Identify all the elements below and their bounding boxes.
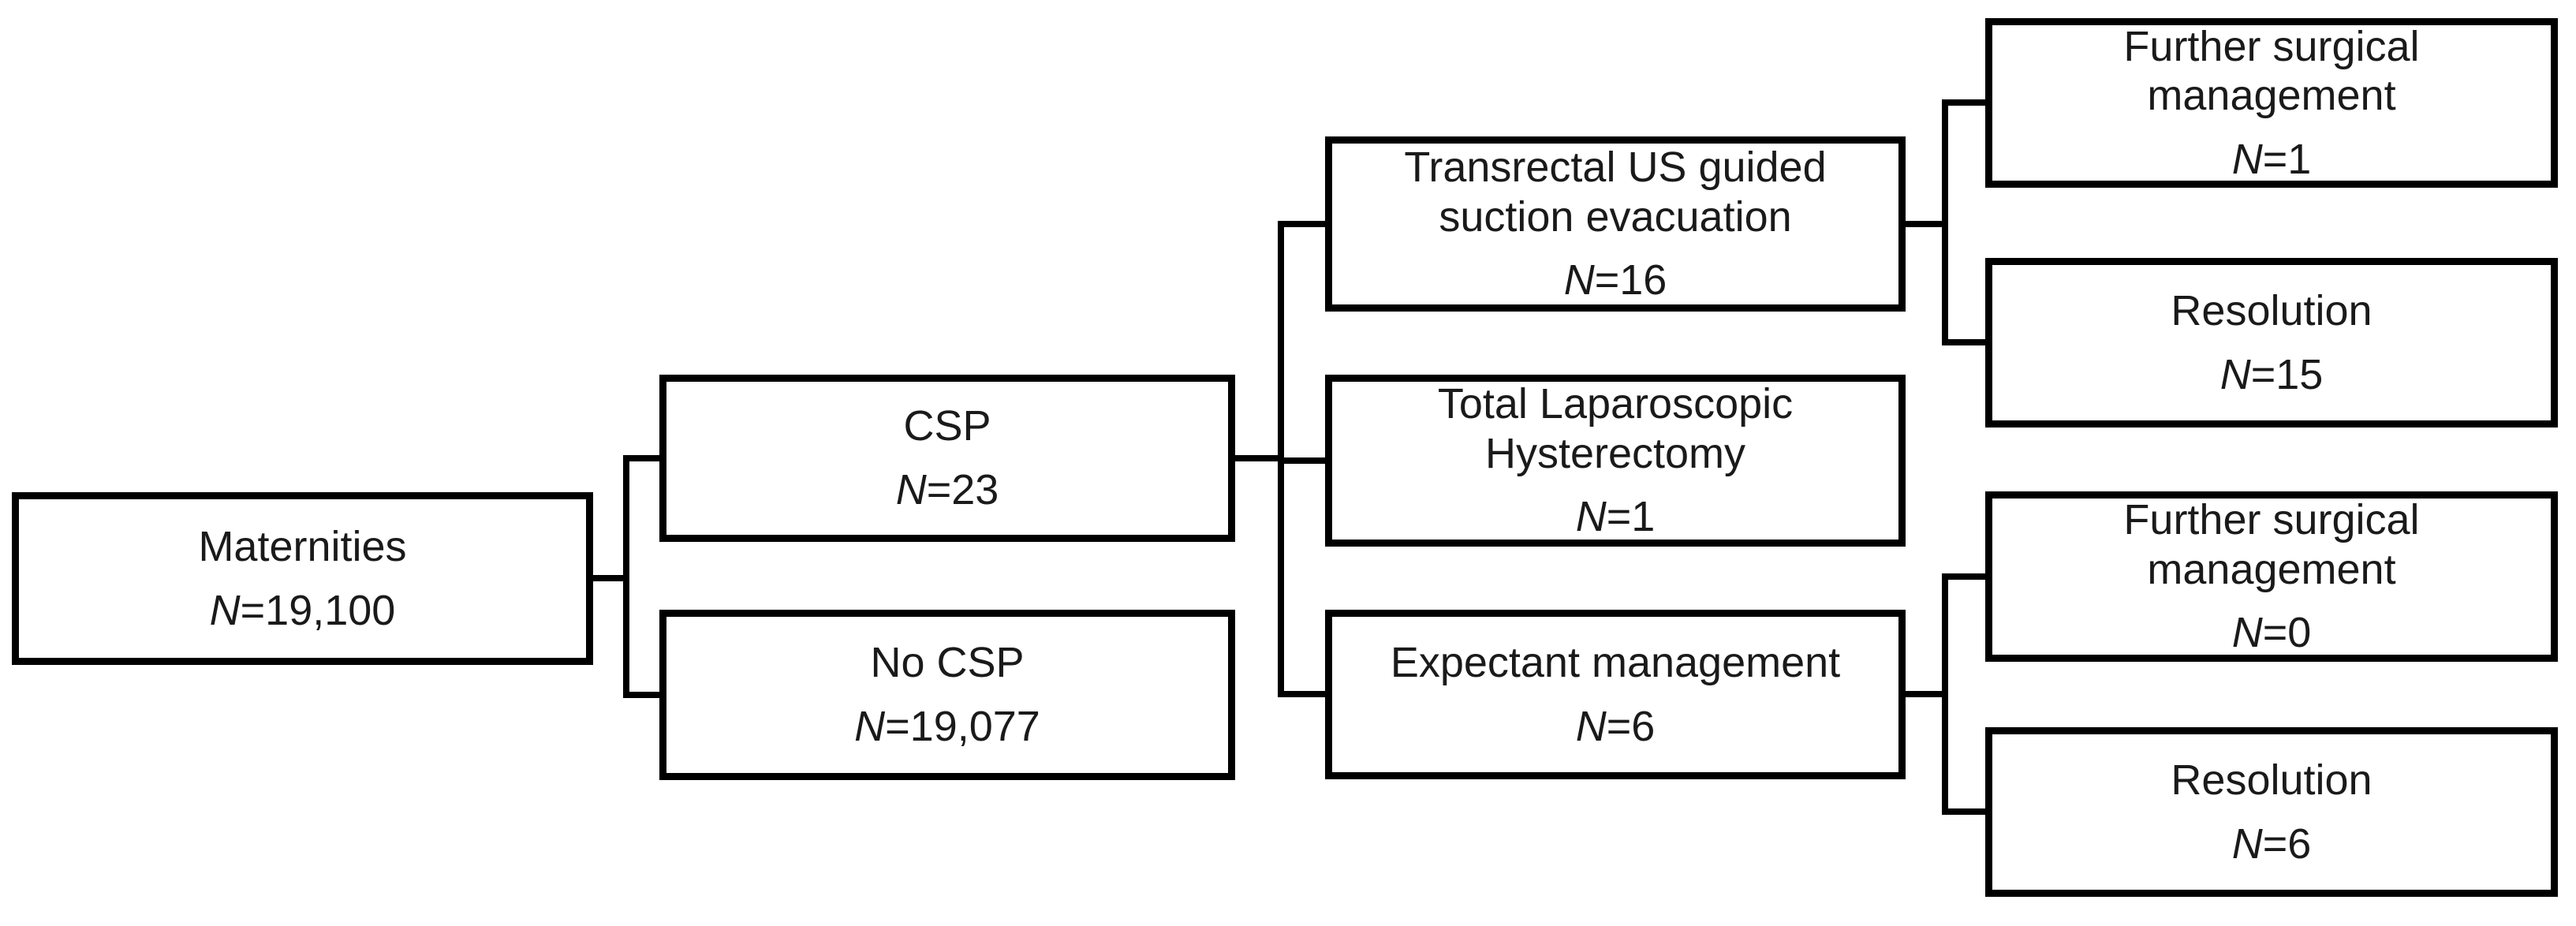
- label-line: Resolution: [2171, 286, 2373, 334]
- node-total-laparoscopic-hysterectomy: Total Laparoscopic Hysterectomy N=1: [1325, 375, 1906, 547]
- label-line: suction evacuation: [1439, 192, 1792, 241]
- label-line: Further surgical: [2123, 496, 2420, 544]
- n-symbol: N: [209, 586, 241, 634]
- n-value: =23: [926, 466, 999, 513]
- n-value: =16: [1594, 256, 1667, 304]
- node-further-surgical-management-csp: Further surgical management N=1: [1985, 18, 2558, 188]
- n-symbol: N: [2231, 820, 2263, 868]
- node-expectant-label: Expectant management: [1391, 638, 1840, 688]
- node-resolution-expectant: Resolution N=6: [1985, 727, 2558, 897]
- node-transrectal-count: N=16: [1564, 256, 1667, 305]
- n-value: =1: [1606, 493, 1656, 541]
- node-fsm-csp-label: Further surgical management: [2123, 22, 2419, 121]
- node-expectant-management: Expectant management N=6: [1325, 610, 1906, 779]
- node-no-csp-label: No CSP: [870, 638, 1024, 688]
- node-csp: CSP N=23: [659, 375, 1235, 542]
- label-line: CSP: [903, 402, 991, 450]
- label-line: Further surgical: [2123, 22, 2420, 70]
- n-symbol: N: [2219, 350, 2251, 398]
- n-symbol: N: [2231, 135, 2263, 183]
- label-line: No CSP: [870, 639, 1025, 687]
- n-value: =6: [1606, 702, 1656, 750]
- node-fsm-exp-label: Further surgical management: [2123, 495, 2419, 594]
- label-line: Total Laparoscopic: [1437, 380, 1794, 428]
- n-symbol: N: [1575, 702, 1607, 750]
- n-symbol: N: [1575, 493, 1607, 541]
- n-symbol: N: [1563, 256, 1595, 304]
- node-expectant-count: N=6: [1576, 702, 1656, 752]
- label-line: Expectant management: [1390, 638, 1841, 686]
- connector-expectant-bracket: [1942, 573, 1988, 815]
- node-tlh-count: N=1: [1576, 492, 1656, 542]
- node-tlh-label: Total Laparoscopic Hysterectomy: [1438, 379, 1793, 478]
- node-resolution-csp-label: Resolution: [2171, 286, 2372, 336]
- connector-transrectal-bracket: [1942, 99, 1988, 345]
- n-value: =19,100: [240, 586, 396, 634]
- node-csp-count: N=23: [896, 465, 999, 515]
- n-value: =0: [2262, 609, 2312, 657]
- label-line: management: [2147, 72, 2396, 120]
- node-no-csp: No CSP N=19,077: [659, 610, 1235, 780]
- n-value: =19,077: [885, 703, 1040, 750]
- connector-maternities-bracket: [623, 455, 663, 698]
- node-fsm-exp-count: N=0: [2232, 608, 2312, 658]
- label-line: management: [2147, 545, 2396, 593]
- node-transrectal-suction-evacuation: Transrectal US guided suction evacuation…: [1325, 136, 1906, 312]
- n-value: =15: [2250, 350, 2324, 398]
- node-no-csp-count: N=19,077: [854, 702, 1040, 752]
- node-resolution-exp-count: N=6: [2232, 820, 2312, 869]
- node-resolution-csp-count: N=15: [2220, 350, 2324, 400]
- node-maternities: Maternities N=19,100: [12, 492, 593, 665]
- n-symbol: N: [2231, 609, 2263, 657]
- label-line: Resolution: [2171, 756, 2373, 804]
- label-line: Transrectal US guided: [1404, 144, 1827, 192]
- label-line: Hysterectomy: [1484, 429, 1746, 477]
- n-symbol: N: [895, 466, 927, 513]
- node-resolution-csp: Resolution N=15: [1985, 258, 2558, 428]
- node-transrectal-label: Transrectal US guided suction evacuation: [1404, 143, 1826, 241]
- label-line: Maternities: [198, 522, 407, 570]
- node-further-surgical-management-expectant: Further surgical management N=0: [1985, 491, 2558, 662]
- node-resolution-exp-label: Resolution: [2171, 756, 2372, 805]
- node-csp-label: CSP: [903, 401, 991, 451]
- n-symbol: N: [854, 703, 886, 750]
- n-value: =1: [2262, 135, 2312, 183]
- node-maternities-count: N=19,100: [210, 586, 396, 636]
- node-fsm-csp-count: N=1: [2232, 135, 2312, 185]
- n-value: =6: [2262, 820, 2312, 868]
- node-maternities-label: Maternities: [198, 522, 406, 572]
